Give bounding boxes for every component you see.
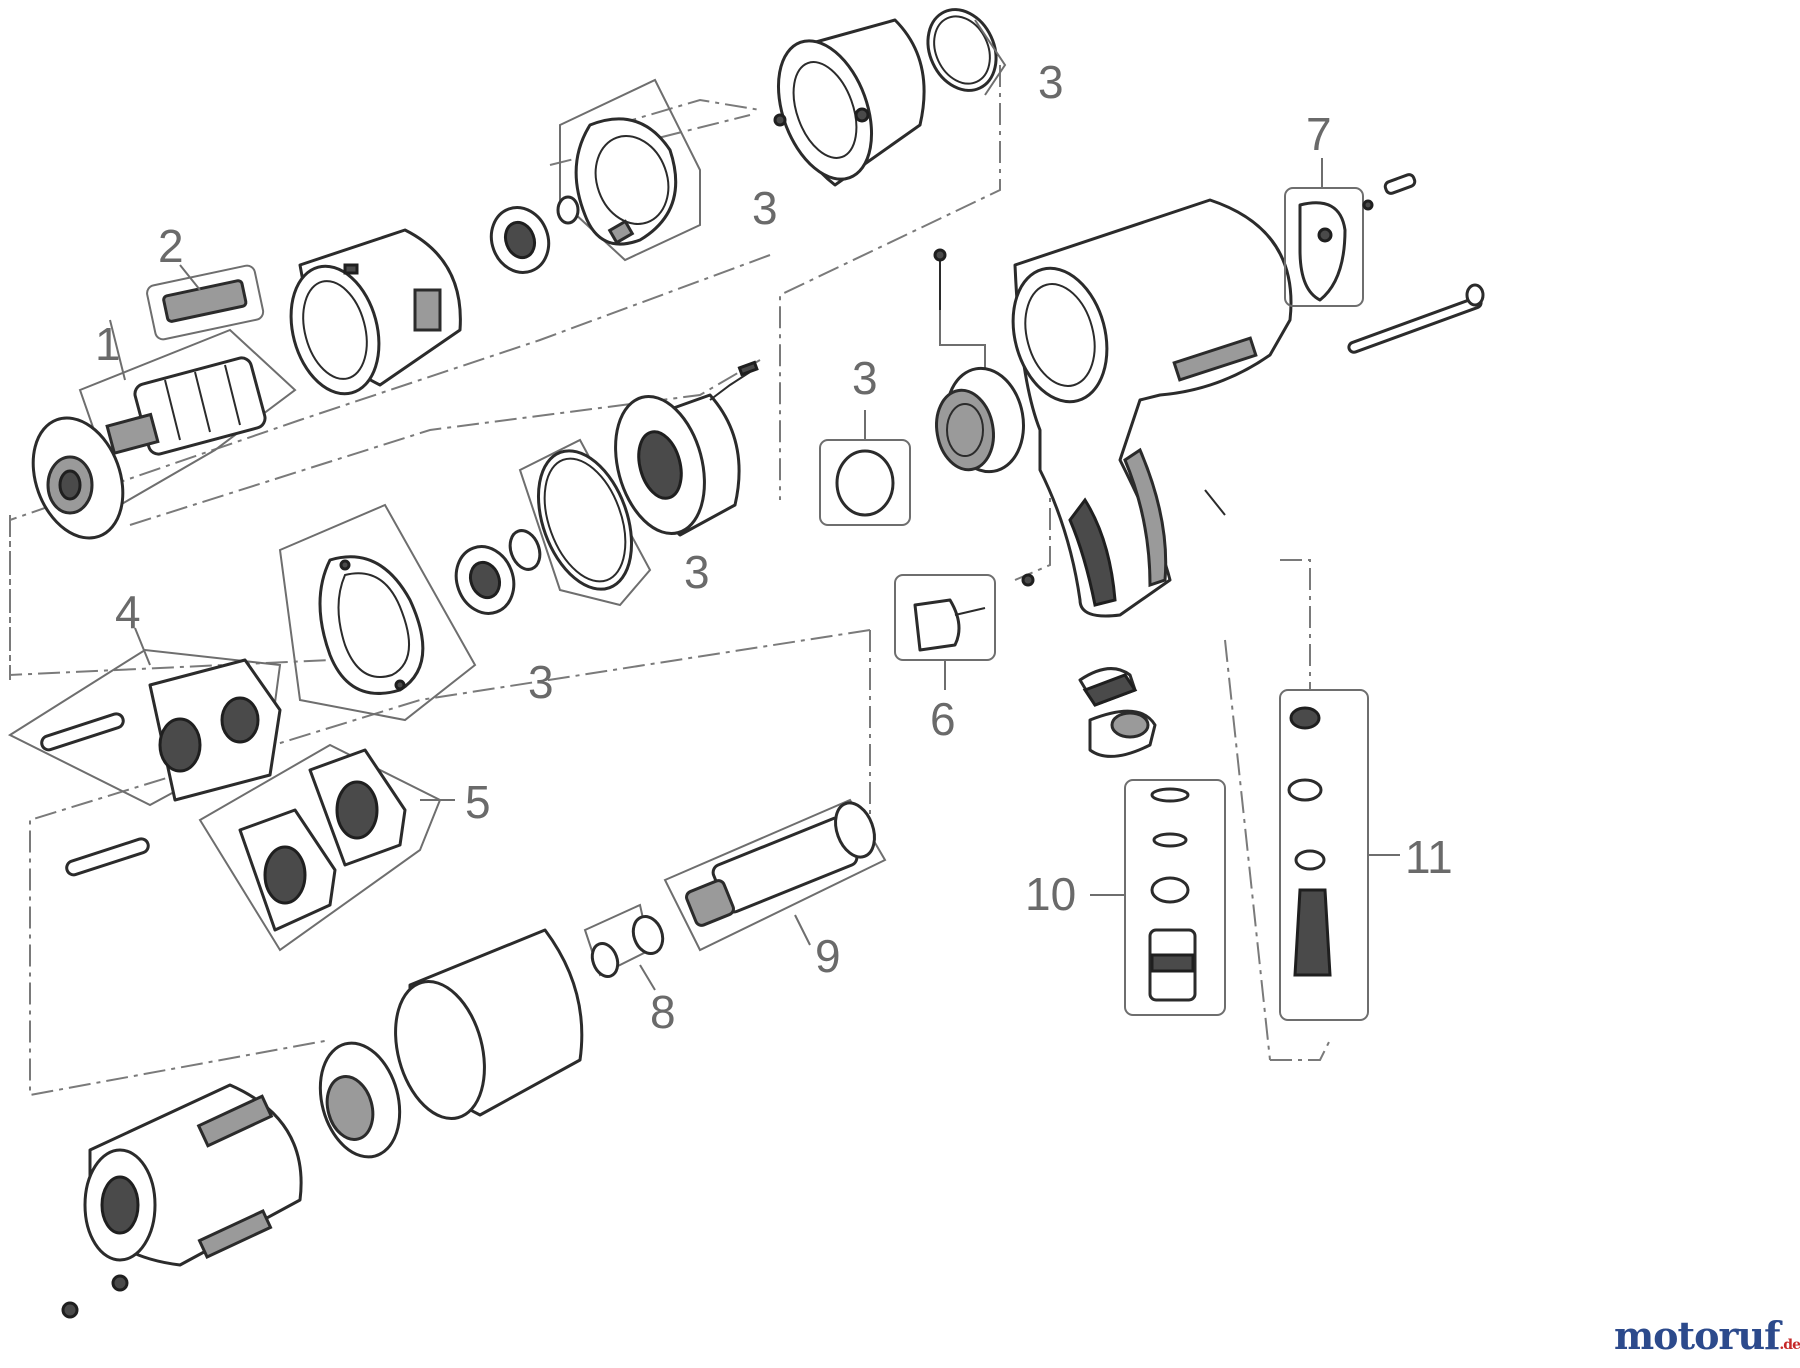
watermark-main: motoruf xyxy=(1613,1313,1780,1358)
callout-3a: 3 xyxy=(1038,56,1064,108)
part-bearing-top xyxy=(489,195,580,274)
part-air-inlet xyxy=(1090,779,1226,1016)
assembly-guide-lines xyxy=(9,65,1331,1097)
callout-3b: 3 xyxy=(752,182,778,234)
callout-labels: 1 2 3 3 3 3 3 4 5 6 7 8 9 10 11 xyxy=(95,56,1453,1038)
part-grip-cover xyxy=(1078,667,1157,758)
watermark-logo: motoruf.de xyxy=(1614,1313,1800,1358)
part-ring-top xyxy=(926,8,1007,96)
callout-8: 8 xyxy=(650,986,676,1038)
part-anvil xyxy=(663,798,887,952)
part-washers xyxy=(583,903,665,991)
part-oring-mid xyxy=(518,438,652,607)
part-gasket-large xyxy=(278,503,477,722)
callout-7: 7 xyxy=(1306,108,1332,160)
watermark-tld: .de xyxy=(1779,1337,1800,1353)
part-bearing-mid xyxy=(454,529,542,615)
part-regulator xyxy=(1279,689,1400,1021)
part-bushing xyxy=(318,1041,402,1159)
callout-3c: 3 xyxy=(852,352,878,404)
part-liner xyxy=(394,928,584,1120)
part-main-housing xyxy=(1011,198,1293,618)
callout-2: 2 xyxy=(158,220,184,272)
part-front-boot xyxy=(61,1083,303,1319)
part-end-plate xyxy=(31,416,125,540)
callout-3d: 3 xyxy=(684,546,710,598)
part-vane xyxy=(146,264,265,341)
part-through-bolt xyxy=(1347,283,1485,354)
callout-5: 5 xyxy=(465,776,491,828)
callout-11: 11 xyxy=(1405,831,1453,883)
callout-10: 10 xyxy=(1025,868,1076,920)
callout-1: 1 xyxy=(95,318,121,370)
part-hammer-cage xyxy=(7,627,282,877)
part-rear-cover xyxy=(614,360,759,537)
part-reverse-valve xyxy=(935,366,1025,474)
callout-9: 9 xyxy=(815,930,841,982)
part-rear-cylinder-top xyxy=(773,18,926,187)
part-trigger xyxy=(894,573,1035,690)
part-pin xyxy=(933,248,986,375)
part-end-cap xyxy=(1284,158,1417,307)
callout-6: 6 xyxy=(930,693,956,745)
part-oring-right xyxy=(819,410,911,526)
part-motor-cylinder xyxy=(289,228,462,396)
callout-3e: 3 xyxy=(528,656,554,708)
part-hammers xyxy=(198,743,455,952)
callout-4: 4 xyxy=(115,586,141,638)
